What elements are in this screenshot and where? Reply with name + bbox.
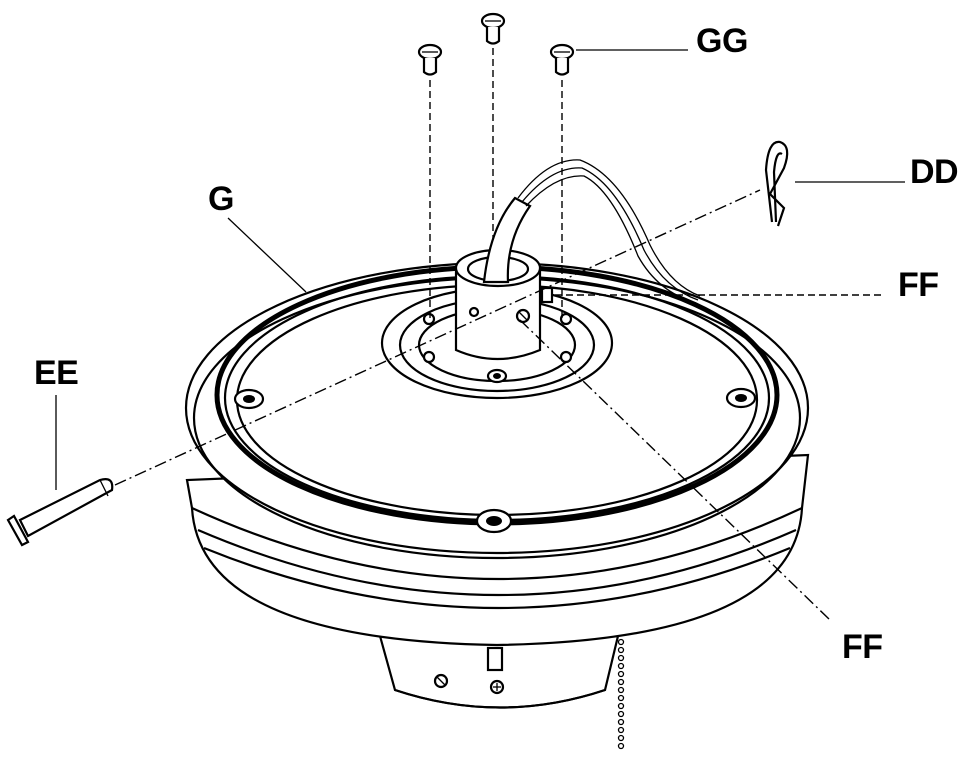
callout-g: G — [208, 180, 234, 218]
screw-gg-right — [549, 43, 575, 76]
callout-ff-top: FF — [898, 266, 939, 304]
callout-dd: DD — [910, 153, 958, 191]
switch-housing — [378, 634, 620, 709]
coupling-collar — [454, 248, 554, 361]
callout-ff-bottom: FF — [842, 628, 883, 666]
clevis-pin-ee — [6, 478, 114, 547]
screw-gg-center — [480, 12, 506, 45]
callout-gg: GG — [696, 22, 748, 60]
cover-screws — [233, 387, 757, 534]
wire-bundle — [482, 159, 701, 304]
callout-ee: EE — [34, 354, 78, 392]
hairpin-clip-dd — [764, 140, 789, 227]
screw-gg-left — [417, 43, 443, 76]
pull-chain — [617, 638, 625, 750]
